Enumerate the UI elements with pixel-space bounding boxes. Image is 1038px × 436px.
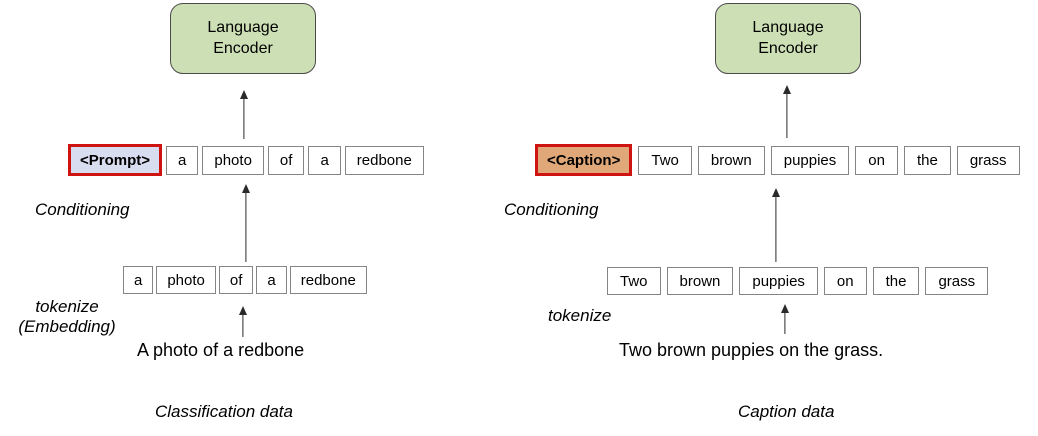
arrow-right-row-to-encoder — [782, 85, 792, 138]
language-encoder-box-right: Language Encoder — [715, 3, 861, 74]
token: a — [123, 266, 154, 294]
right-token-row: Two brown puppies on the grass — [607, 267, 989, 295]
token: of — [218, 266, 254, 294]
source-sentence-left: A photo of a redbone — [137, 340, 305, 360]
caption-special-token: <Caption> — [535, 144, 633, 176]
left-conditioned-token-row: <Prompt> a photo of a redbone — [68, 144, 424, 176]
token: grass — [925, 267, 989, 295]
arrow-left-sentence-to-tokens — [238, 306, 248, 337]
token: puppies — [739, 267, 818, 295]
token: puppies — [770, 145, 850, 175]
token: a — [308, 145, 341, 175]
token: grass — [956, 145, 1020, 175]
token: Two — [638, 145, 692, 175]
token: redbone — [344, 145, 424, 175]
conditioning-label-right: Conditioning — [504, 200, 599, 219]
tokenize-label-line1: tokenize — [35, 297, 99, 316]
token: photo — [156, 266, 216, 294]
right-conditioned-token-row: <Caption> Two brown puppies on the grass — [535, 144, 1020, 176]
token: a — [256, 266, 287, 294]
language-encoder-box-left: Language Encoder — [170, 3, 316, 74]
token: brown — [697, 145, 765, 175]
dataset-label-left: Classification data — [155, 402, 293, 421]
conditioning-label-left: Conditioning — [35, 200, 130, 219]
token: a — [166, 145, 199, 175]
token: Two — [607, 267, 661, 295]
token: photo — [202, 145, 264, 175]
token: redbone — [289, 266, 367, 294]
left-token-row: a photo of a redbone — [123, 266, 367, 294]
arrow-left-tokens-to-row — [241, 184, 251, 262]
language-encoder-label-right: Language Encoder — [752, 19, 824, 57]
token: on — [855, 145, 898, 175]
token: brown — [666, 267, 734, 295]
arrow-right-sentence-to-tokens — [780, 304, 790, 334]
tokenize-label-right: tokenize — [548, 306, 612, 325]
prompt-special-token: <Prompt> — [68, 144, 163, 176]
language-encoder-label-left: Language Encoder — [207, 19, 279, 57]
token: the — [903, 145, 951, 175]
arrow-right-tokens-to-row — [771, 188, 781, 262]
tokenize-label-left: tokenize (Embedding) — [1, 297, 133, 337]
source-sentence-right: Two brown puppies on the grass. — [619, 340, 884, 360]
embedding-label-line2: (Embedding) — [18, 317, 116, 336]
token: on — [823, 267, 867, 295]
token: of — [267, 145, 305, 175]
arrow-left-row-to-encoder — [239, 90, 249, 139]
dataset-label-right: Caption data — [738, 402, 835, 421]
token: the — [872, 267, 920, 295]
